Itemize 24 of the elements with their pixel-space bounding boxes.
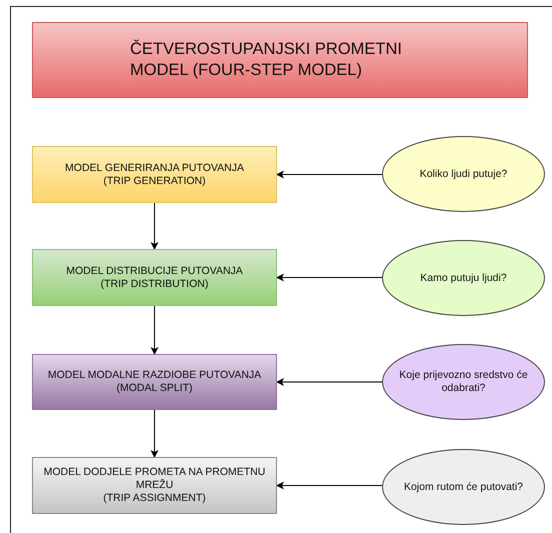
arrow [276, 170, 382, 178]
process-box [32, 146, 277, 203]
step-label: (MODAL SPLIT) [116, 382, 193, 395]
title: ČETVEROSTUPANJSKI PROMETNI MODEL (FOUR-STEP MODEL) [130, 39, 403, 81]
step-label: MODEL DISTRIBUCIJE PUTOVANJA [66, 264, 243, 278]
process-box [32, 354, 277, 410]
question-text: Koliko ljudi putuje? [420, 168, 508, 180]
arrow [150, 306, 158, 355]
arrow [276, 482, 382, 490]
question-text: Kamo putuju ljudi? [420, 272, 507, 284]
question-text: Koje prijevozno sredstvo će odabrati? [398, 369, 529, 395]
step-label: MODEL MODALNE RAZDIOBE PUTOVANJA [48, 369, 262, 382]
step-label: MODEL DODJELE PROMETA NA PROMETNU MREŽU [42, 466, 266, 492]
arrow [150, 410, 158, 458]
process-box [32, 457, 277, 514]
process-box [32, 249, 277, 306]
arrow [276, 378, 382, 386]
step-label: (TRIP DISTRIBUTION) [100, 278, 208, 290]
question-text: Kojom rutom će putovati? [404, 480, 524, 494]
arrow [276, 274, 382, 282]
step-label: (TRIP ASSIGNMENT) [103, 492, 206, 505]
step-label: (TRIP GENERATION) [103, 174, 206, 188]
arrow [150, 202, 158, 250]
step-label: MODEL GENERIRANJA PUTOVANJA [65, 162, 244, 174]
